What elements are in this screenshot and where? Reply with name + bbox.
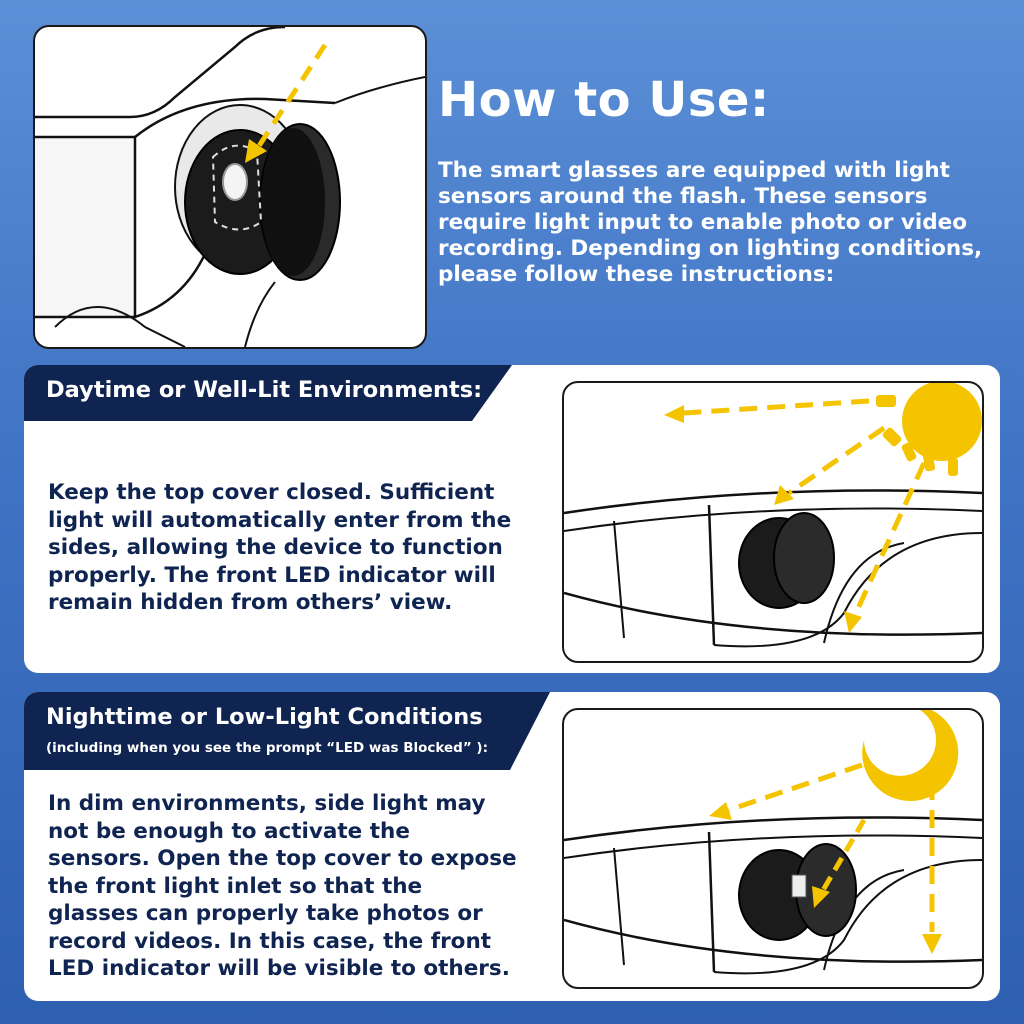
nighttime-illustration [562, 708, 984, 989]
section-subtitle: (including when you see the prompt “LED … [46, 740, 488, 756]
page-title: How to Use: [438, 72, 770, 128]
section-body: Keep the top cover closed. Sufficient li… [48, 480, 512, 615]
section-tab: Nighttime or Low-Light Conditions (inclu… [24, 692, 550, 770]
nighttime-section: Nighttime or Low-Light Conditions (inclu… [24, 692, 1000, 1001]
section-body: In dim environments, side light may not … [48, 791, 517, 981]
daytime-section: Daytime or Well-Lit Environments: Keep t… [24, 365, 1000, 673]
intro-text: The smart glasses are equipped with ligh… [438, 158, 983, 287]
section-title: Nighttime or Low-Light Conditions [46, 704, 483, 730]
section-title: Daytime or Well-Lit Environments: [46, 377, 483, 403]
sun-icon [876, 383, 982, 476]
cover-illustration [33, 25, 427, 349]
daytime-illustration [562, 381, 984, 663]
moon-icon [862, 710, 959, 801]
section-tab: Daytime or Well-Lit Environments: [24, 365, 512, 421]
